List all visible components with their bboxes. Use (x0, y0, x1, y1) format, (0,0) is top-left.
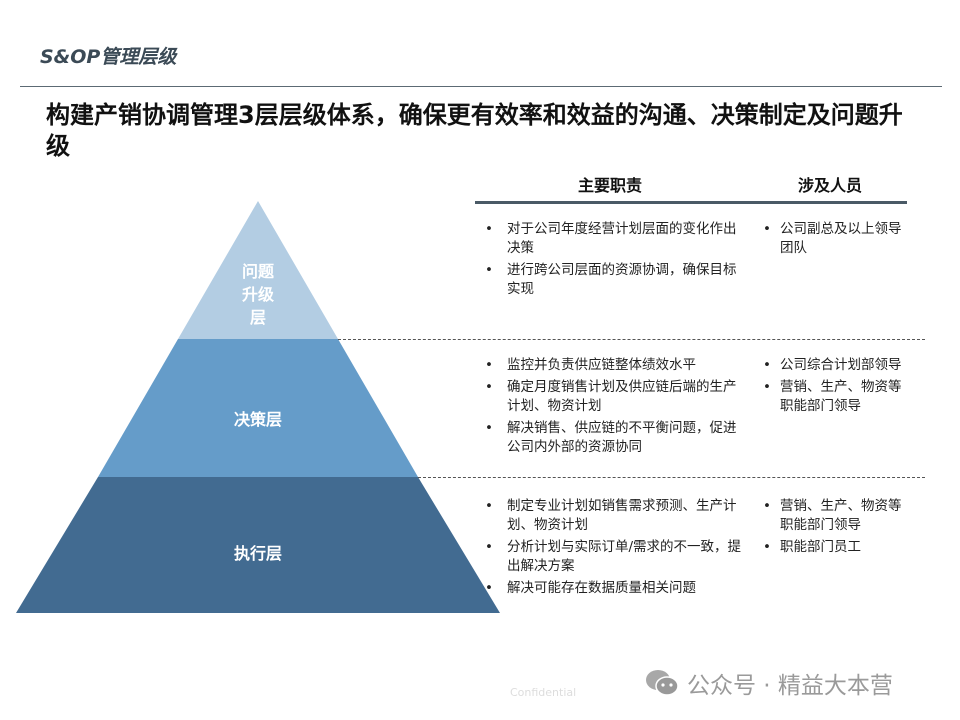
list-item: 公司综合计划部领导 (763, 356, 913, 375)
list-item: 确定月度销售计划及供应链后端的生产计划、物资计划 (479, 378, 747, 416)
watermark: 公众号 · 精益大本营 (645, 666, 893, 700)
personnel-list-execution: 营销、生产、物资等职能部门领导 职能部门员工 (763, 497, 913, 560)
header-divider (20, 86, 942, 87)
row-divider (418, 477, 925, 478)
list-item: 营销、生产、物资等职能部门领导 (763, 497, 913, 535)
list-item: 对于公司年度经营计划层面的变化作出决策 (479, 220, 747, 258)
list-item: 营销、生产、物资等职能部门领导 (763, 378, 913, 416)
list-item: 解决可能存在数据质量相关问题 (479, 579, 747, 598)
responsibilities-list-escalation: 对于公司年度经营计划层面的变化作出决策 进行跨公司层面的资源协调，确保目标实现 (479, 220, 747, 302)
section-title: S&OP管理层级 (40, 46, 177, 68)
wechat-icon (646, 670, 679, 696)
row-divider (338, 339, 925, 340)
list-item: 监控并负责供应链整体绩效水平 (479, 356, 747, 375)
personnel-list-escalation: 公司副总及以上领导团队 (763, 220, 913, 261)
list-item: 解决销售、供应链的不平衡问题，促进公司内外部的资源协同 (479, 419, 747, 457)
personnel-list-decision: 公司综合计划部领导 营销、生产、物资等职能部门领导 (763, 356, 913, 419)
list-item: 公司副总及以上领导团队 (763, 220, 913, 258)
list-item: 进行跨公司层面的资源协调，确保目标实现 (479, 261, 747, 299)
list-item: 职能部门员工 (763, 538, 913, 557)
layer-label-escalation: 问题 升级 层 (241, 262, 274, 327)
watermark-text: 公众号 · 精益大本营 (687, 673, 893, 699)
pyramid-layer-top (178, 201, 338, 339)
column-header-personnel: 涉及人员 (798, 176, 863, 195)
list-item: 制定专业计划如销售需求预测、生产计划、物资计划 (479, 497, 747, 535)
pyramid-layer-bottom (16, 477, 500, 613)
header-rule (475, 201, 907, 204)
responsibilities-list-execution: 制定专业计划如销售需求预测、生产计划、物资计划 分析计划与实际订单/需求的不一致… (479, 497, 747, 601)
pyramid-layer-middle (98, 339, 418, 477)
layer-label-decision: 决策层 (233, 410, 282, 429)
responsibilities-list-decision: 监控并负责供应链整体绩效水平 确定月度销售计划及供应链后端的生产计划、物资计划 … (479, 356, 747, 460)
confidential-label: Confidential (510, 686, 577, 699)
column-header-responsibilities: 主要职责 (578, 176, 643, 195)
list-item: 分析计划与实际订单/需求的不一致，提出解决方案 (479, 538, 747, 576)
layer-label-execution: 执行层 (233, 544, 282, 563)
page-title: 构建产销协调管理3层层级体系，确保更有效率和效益的沟通、决策制定及问题升级 (46, 101, 903, 160)
